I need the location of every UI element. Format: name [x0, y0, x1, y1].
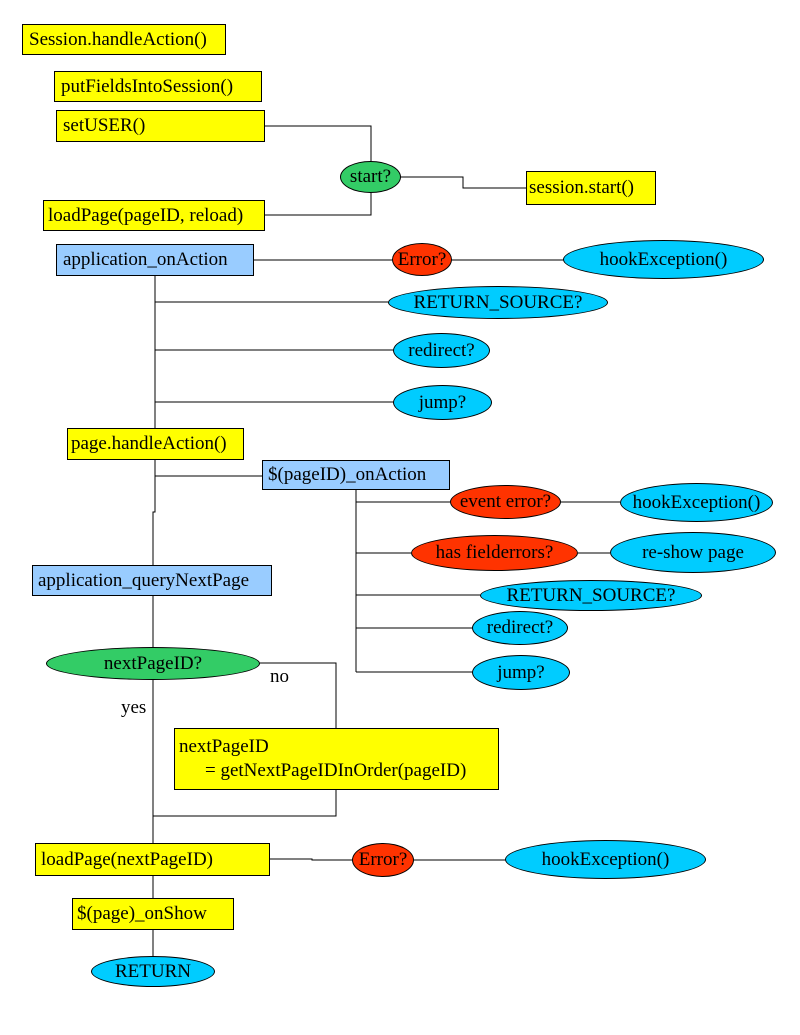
next-page-id-decision: nextPageID? — [46, 647, 260, 680]
set-user-box: setUSER() — [56, 110, 265, 142]
node-label: start? — [349, 166, 392, 187]
node-label: hookException() — [599, 248, 728, 270]
node-label: $(pageID)_onAction — [268, 464, 427, 485]
node-label: hookException() — [632, 491, 761, 513]
no-branch-label: no — [270, 666, 289, 687]
start-decision: start? — [340, 161, 401, 193]
page-handle-action-box: page.handleAction() — [67, 428, 244, 460]
node-label: hookException() — [541, 848, 670, 870]
node-label: Error? — [397, 248, 447, 270]
node-label: Session.handleAction() — [29, 28, 207, 50]
session-start-box: session.start() — [526, 171, 656, 205]
next-page-assign-box: nextPageID = getNextPageIDInOrder(pageID… — [174, 728, 499, 790]
connector-loadnext-error — [270, 858, 352, 861]
hook-exception-3: hookException() — [505, 840, 706, 879]
has-field-errors-decision: has fielderrors? — [411, 535, 578, 571]
redirect-decision-2: redirect? — [472, 611, 568, 645]
node-label: re-show page — [642, 541, 744, 563]
node-label: setUSER() — [63, 115, 146, 136]
node-label: nextPageID? — [103, 652, 203, 674]
node-label: redirect? — [486, 617, 554, 638]
pageid-on-action-box: $(pageID)_onAction — [262, 460, 450, 490]
event-error-decision: event error? — [450, 485, 561, 519]
node-label-line-2: = getNextPageIDInOrder(pageID) — [205, 760, 467, 781]
node-label: session.start() — [529, 177, 635, 198]
node-label: Error? — [358, 849, 408, 870]
page-on-show-box: $(page)_onShow — [72, 898, 234, 930]
connector-assign-merge — [153, 790, 337, 817]
yes-branch-label: yes — [121, 697, 147, 718]
redirect-decision-1: redirect? — [393, 333, 490, 368]
node-label: jump? — [497, 661, 545, 683]
reshow-page: re-show page — [610, 532, 776, 573]
load-page-reload-box: loadPage(pageID, reload) — [43, 200, 265, 231]
jump-decision-1: jump? — [393, 385, 492, 420]
connector-start-loadpage — [265, 193, 372, 216]
return-source-decision-2: RETURN_SOURCE? — [480, 580, 702, 611]
node-label: application_onAction — [63, 249, 228, 270]
connector-pagehandle-onaction — [154, 460, 262, 477]
node-label: page.handleAction() — [71, 433, 227, 454]
return-end: RETURN — [91, 956, 215, 987]
node-label: RETURN_SOURCE? — [413, 291, 583, 313]
node-label: RETURN — [115, 960, 191, 982]
error-decision-1: Error? — [392, 243, 452, 276]
application-on-action-box: application_onAction — [56, 244, 254, 276]
node-label-line-1: nextPageID — [179, 736, 269, 757]
node-label: $(page)_onShow — [77, 903, 207, 924]
node-label: jump? — [418, 391, 467, 413]
hook-exception-2: hookException() — [620, 483, 773, 522]
connector-setuser-start — [265, 125, 372, 161]
node-label: loadPage(nextPageID) — [41, 848, 213, 870]
jump-decision-2: jump? — [472, 655, 570, 690]
put-fields-into-session-box: putFieldsIntoSession() — [54, 71, 262, 102]
connector-start-sessionstart — [400, 176, 526, 189]
node-label: application_queryNextPage — [38, 569, 250, 591]
connector-nextq-no — [260, 662, 337, 728]
node-label: event error? — [459, 491, 552, 512]
load-page-next-box: loadPage(nextPageID) — [35, 843, 270, 876]
return-source-decision-1: RETURN_SOURCE? — [388, 286, 608, 319]
connector-main-trunk-2 — [152, 476, 156, 565]
node-label: has fielderrors? — [435, 542, 554, 563]
node-label: putFieldsIntoSession() — [61, 75, 234, 97]
session-handle-action-box: Session.handleAction() — [22, 24, 226, 55]
node-label: loadPage(pageID, reload) — [48, 204, 244, 226]
error-decision-2: Error? — [352, 843, 414, 877]
application-query-next-page-box: application_queryNextPage — [32, 565, 272, 596]
node-label: redirect? — [408, 339, 475, 361]
hook-exception-1: hookException() — [563, 240, 764, 279]
node-label: RETURN_SOURCE? — [506, 584, 676, 606]
